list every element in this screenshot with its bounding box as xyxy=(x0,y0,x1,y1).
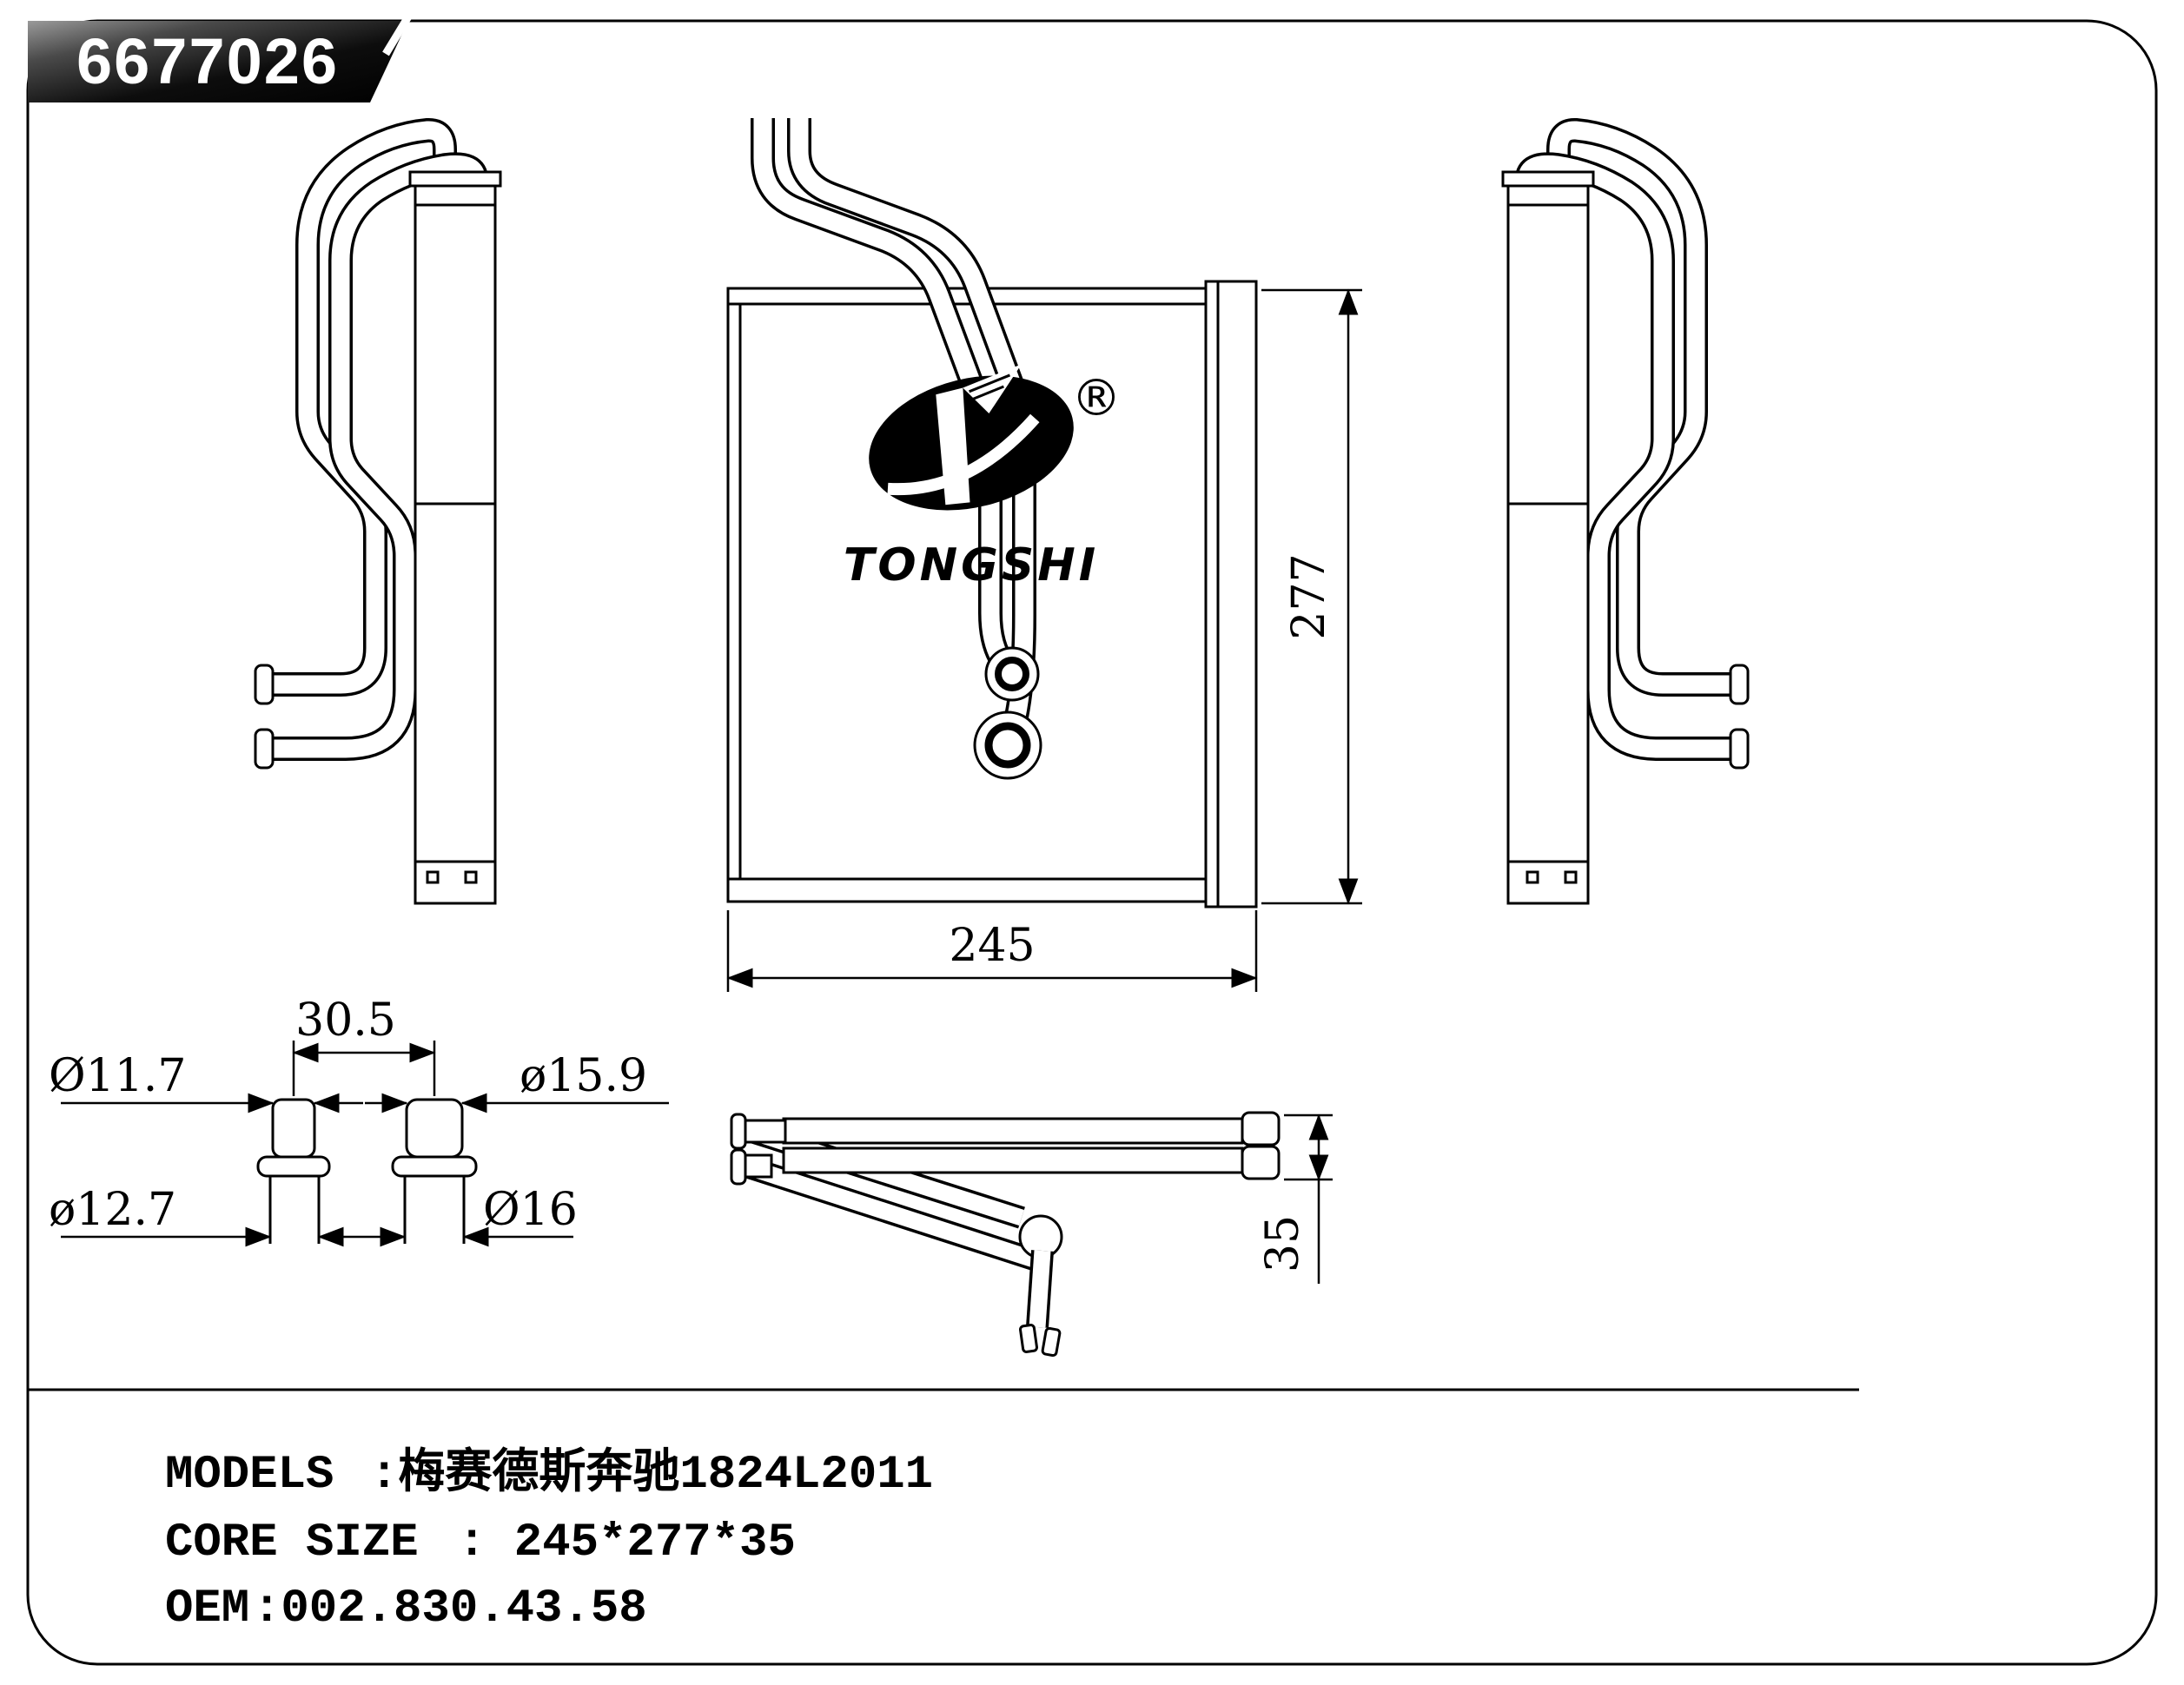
dimension-width: 245 xyxy=(726,910,1258,992)
pipe-fittings xyxy=(973,646,1042,780)
front-view xyxy=(726,118,1258,909)
dim-depth-label: 35 xyxy=(1257,1215,1309,1272)
dim-pipe-distance-label: 30.5 xyxy=(295,994,396,1047)
oem-value: :002.830.43.58 xyxy=(253,1583,647,1635)
brand-name: TONGSHI xyxy=(844,539,1099,591)
logo-emblem xyxy=(869,364,1074,511)
core-size-value: : 245*277*35 xyxy=(458,1516,796,1569)
banner-slash xyxy=(382,3,419,56)
part-number: 6677026 xyxy=(76,25,339,97)
brand-logo: ® TONGSHI xyxy=(844,364,1122,591)
info-block: MODELS :梅赛德斯奔驰1824L2011 CORE SIZE : 245*… xyxy=(165,1445,933,1635)
registered-mark-icon: ® xyxy=(1071,368,1122,427)
dim-height-label: 277 xyxy=(1283,553,1335,639)
models-label: MODELS xyxy=(165,1449,334,1502)
dimension-depth: 35 xyxy=(1257,1113,1333,1284)
dim-small-pipe-flange-label: ø12.7 xyxy=(49,1184,176,1236)
part-number-banner: 6677026 xyxy=(28,3,419,102)
dim-large-pipe-flange-label: Ø16 xyxy=(483,1184,578,1236)
fitting-detail: 30.5 Ø11.7 ø15.9 ø12.7 Ø16 xyxy=(49,994,669,1247)
models-value: :梅赛德斯奔驰1824L2011 xyxy=(370,1445,933,1502)
dim-small-pipe-top-label: Ø11.7 xyxy=(49,1050,186,1102)
top-view: 35 xyxy=(730,1111,1333,1358)
core-size-label: CORE SIZE xyxy=(165,1516,419,1569)
dim-width-label: 245 xyxy=(949,920,1035,972)
oem-label: OEM xyxy=(165,1583,249,1635)
banner-shape xyxy=(28,21,408,102)
dimension-height: 277 xyxy=(1261,288,1362,905)
dim-large-pipe-top-label: ø15.9 xyxy=(520,1050,647,1102)
right-tank xyxy=(1204,280,1258,909)
